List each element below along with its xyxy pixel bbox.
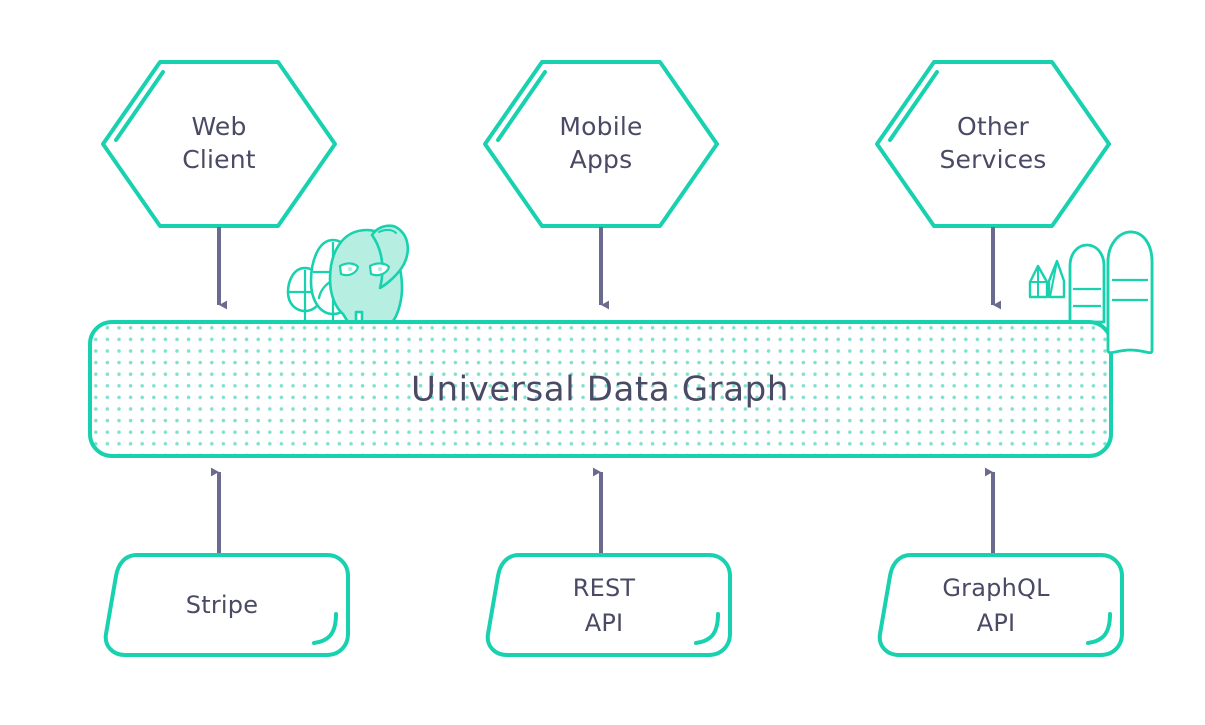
node-graphql-api[interactable]: GraphQL API — [877, 553, 1124, 657]
node-other-services-label-line2: Services — [939, 145, 1046, 174]
node-other-services[interactable]: Other Services — [875, 60, 1111, 228]
node-stripe-label-line1: Stripe — [186, 591, 258, 619]
node-mobile-apps[interactable]: Mobile Apps — [483, 60, 719, 228]
crystal-illustration — [1028, 259, 1066, 299]
node-other-services-label-line1: Other — [957, 112, 1030, 141]
bar-dot-pattern — [90, 322, 1111, 456]
node-stripe[interactable]: Stripe — [103, 553, 350, 657]
node-graphql-api-label-line1: GraphQL — [942, 574, 1050, 602]
card-accent-arc — [694, 612, 720, 645]
node-rest-api[interactable]: REST API — [485, 553, 732, 657]
apollo-mascot-illustration — [317, 224, 410, 324]
card-outline — [877, 553, 1124, 657]
hexagon-accent-line — [114, 70, 165, 142]
hexagon-outline — [101, 60, 337, 228]
node-web-client-label-line2: Client — [182, 145, 256, 174]
hexagon-outline — [875, 60, 1111, 228]
card-outline — [485, 553, 732, 657]
node-rest-api-label-line1: REST — [573, 574, 636, 602]
hexagon-accent-line — [496, 70, 547, 142]
card-outline — [103, 553, 350, 657]
node-rest-api-label-line2: API — [585, 609, 624, 637]
hexagon-accent-line — [888, 70, 939, 142]
cactus-overlap-front — [1106, 230, 1154, 355]
node-mobile-apps-label-line1: Mobile — [559, 112, 642, 141]
card-accent-arc — [312, 612, 338, 645]
universal-data-graph-title: Universal Data Graph — [411, 370, 789, 410]
node-web-client[interactable]: Web Client — [101, 60, 337, 228]
universal-data-graph-bar[interactable]: Universal Data Graph — [88, 320, 1113, 458]
card-accent-arc — [1086, 612, 1112, 645]
node-graphql-api-label-line2: API — [977, 609, 1016, 637]
hexagon-outline — [483, 60, 719, 228]
node-mobile-apps-label-line2: Apps — [570, 145, 633, 174]
bar-outline — [88, 320, 1113, 458]
node-web-client-label-line1: Web — [191, 112, 246, 141]
